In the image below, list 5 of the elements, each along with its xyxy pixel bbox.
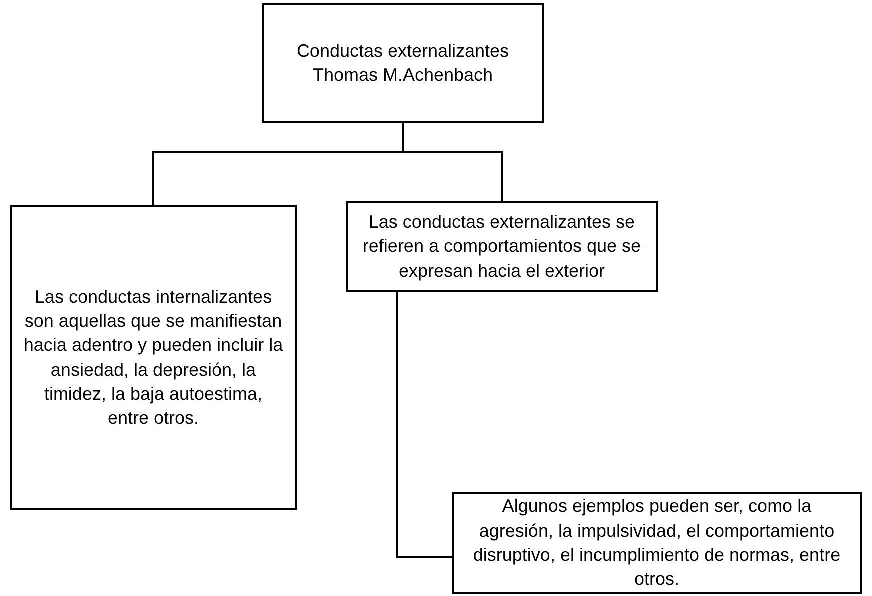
- text-box: Algunos ejemplos pueden ser, como la agresión, la impulsividad, el comportamiento disruptivo, el incumplimiento de normas, entre otros.: [452, 492, 862, 594]
- text-box: Conductas externalizantes Thomas M.Achenbach: [262, 3, 544, 123]
- text-box: Las conductas externalizantes se refieren a comportamientos que se expresan hacia el exterior: [346, 201, 658, 292]
- text-box: Las conductas internalizantes son aquellas que se manifiestan hacia adentro y pueden incluir la ansiedad, la depresión, la timidez, la baja autoestima, entre otros.: [10, 205, 297, 510]
- connector-line: [396, 292, 452, 558]
